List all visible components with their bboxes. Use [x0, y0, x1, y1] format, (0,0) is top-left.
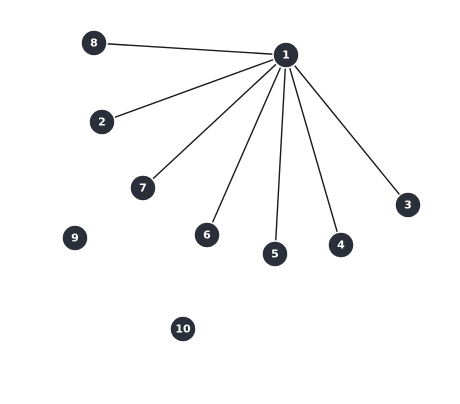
node-label: 4	[337, 239, 345, 252]
node-label: 9	[71, 232, 79, 245]
node-label: 10	[175, 323, 191, 336]
node-label: 2	[98, 116, 106, 129]
edge-1-2	[101, 54, 287, 123]
node-circle	[394, 191, 422, 219]
node-circle	[169, 315, 197, 343]
node-1[interactable]: 1	[272, 41, 300, 69]
node-2[interactable]: 2	[88, 108, 116, 136]
node-label: 6	[203, 229, 211, 242]
node-circle	[261, 240, 289, 268]
edges-layer	[93, 42, 409, 255]
edge-1-5	[274, 54, 287, 255]
node-3[interactable]: 3	[394, 191, 422, 219]
node-circle	[327, 231, 355, 259]
node-4[interactable]: 4	[327, 231, 355, 259]
node-label: 3	[404, 199, 412, 212]
edge-1-8	[93, 42, 287, 56]
node-circle	[88, 108, 116, 136]
node-10[interactable]: 10	[169, 315, 197, 343]
node-7[interactable]: 7	[129, 174, 157, 202]
node-8[interactable]: 8	[80, 29, 108, 57]
node-circle	[193, 221, 221, 249]
node-circle	[80, 29, 108, 57]
node-circle	[272, 41, 300, 69]
node-circle	[61, 224, 89, 252]
nodes-layer: 1 2 3 4 5 6 7 8 9 10	[61, 29, 422, 343]
node-label: 1	[282, 49, 290, 62]
node-circle	[129, 174, 157, 202]
node-5[interactable]: 5	[261, 240, 289, 268]
node-6[interactable]: 6	[193, 221, 221, 249]
node-label: 5	[271, 248, 279, 261]
node-label: 7	[139, 182, 147, 195]
edge-1-3	[285, 54, 409, 206]
node-9[interactable]: 9	[61, 224, 89, 252]
edge-1-4	[285, 54, 342, 246]
edge-1-7	[142, 54, 287, 189]
edge-1-6	[206, 54, 287, 236]
node-label: 8	[90, 37, 98, 50]
